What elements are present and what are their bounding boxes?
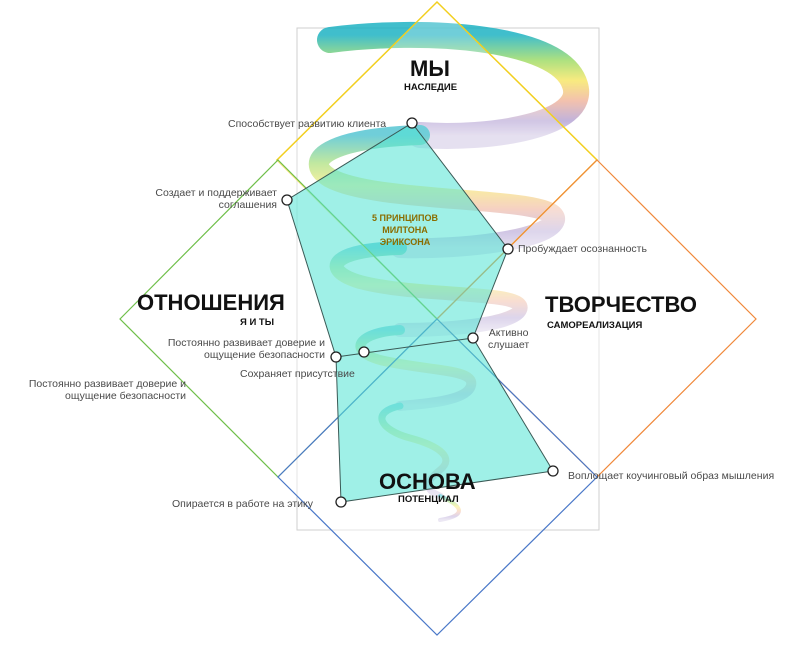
label-listens-line1: Активно [488, 327, 529, 339]
label-trust-outer-line2: ощущение безопасности [64, 390, 186, 402]
label-trust-inner-line2: ощущение безопасности [203, 349, 325, 361]
center-line-3: ЭРИКСОНА [379, 237, 431, 247]
quadrant-bottom-subtitle: ПОТЕНЦИАЛ [398, 494, 459, 505]
label-trust-outer: Постоянно развивает доверие и ощущение б… [18, 378, 186, 402]
principles-pentagon [286, 122, 554, 503]
quadrant-bottom-title: ОСНОВА [379, 469, 476, 494]
label-awareness: Пробуждает осознанность [518, 243, 647, 255]
label-agreements-line1: Создает и поддерживает [155, 187, 277, 199]
quadrant-right-title: ТВОРЧЕСТВО [545, 292, 697, 317]
label-listens-line2: слушает [488, 339, 530, 351]
node-listens[interactable] [467, 332, 479, 344]
label-trust-inner: Постоянно развивает доверие и ощущение б… [160, 337, 325, 361]
node-coaching-mindset[interactable] [547, 465, 559, 477]
node-trust[interactable] [330, 351, 342, 363]
quadrant-top-title: МЫ [410, 56, 450, 81]
label-coaching-mindset: Воплощает коучинговый образ мышления [568, 470, 775, 482]
label-trust-outer-line1: Постоянно развивает доверие и [28, 378, 186, 390]
node-client-development[interactable] [406, 117, 418, 129]
node-agreements[interactable] [281, 194, 293, 206]
quadrant-left-title: ОТНОШЕНИЯ [137, 290, 285, 315]
label-presence: Сохраняет присутствие [240, 368, 355, 380]
center-line-2: МИЛТОНА [382, 225, 428, 235]
label-client-development: Способствует развитию клиента [228, 118, 387, 130]
label-listens: Активно слушает [488, 327, 529, 351]
center-label: 5 ПРИНЦИПОВ МИЛТОНА ЭРИКСОНА [365, 212, 445, 248]
node-awareness[interactable] [502, 243, 514, 255]
quadrant-left-subtitle: Я И ТЫ [240, 317, 275, 328]
node-ethics[interactable] [335, 496, 347, 508]
center-line-1: 5 ПРИНЦИПОВ [372, 213, 438, 223]
quadrant-top-subtitle: НАСЛЕДИЕ [404, 82, 458, 93]
label-agreements: Создает и поддерживает соглашения [144, 187, 277, 211]
label-trust-inner-line1: Постоянно развивает доверие и [167, 337, 325, 349]
label-agreements-line2: соглашения [218, 199, 277, 211]
label-ethics: Опирается в работе на этику [172, 498, 313, 510]
node-presence[interactable] [358, 346, 370, 358]
quadrant-right-subtitle: САМОРЕАЛИЗАЦИЯ [547, 320, 643, 331]
